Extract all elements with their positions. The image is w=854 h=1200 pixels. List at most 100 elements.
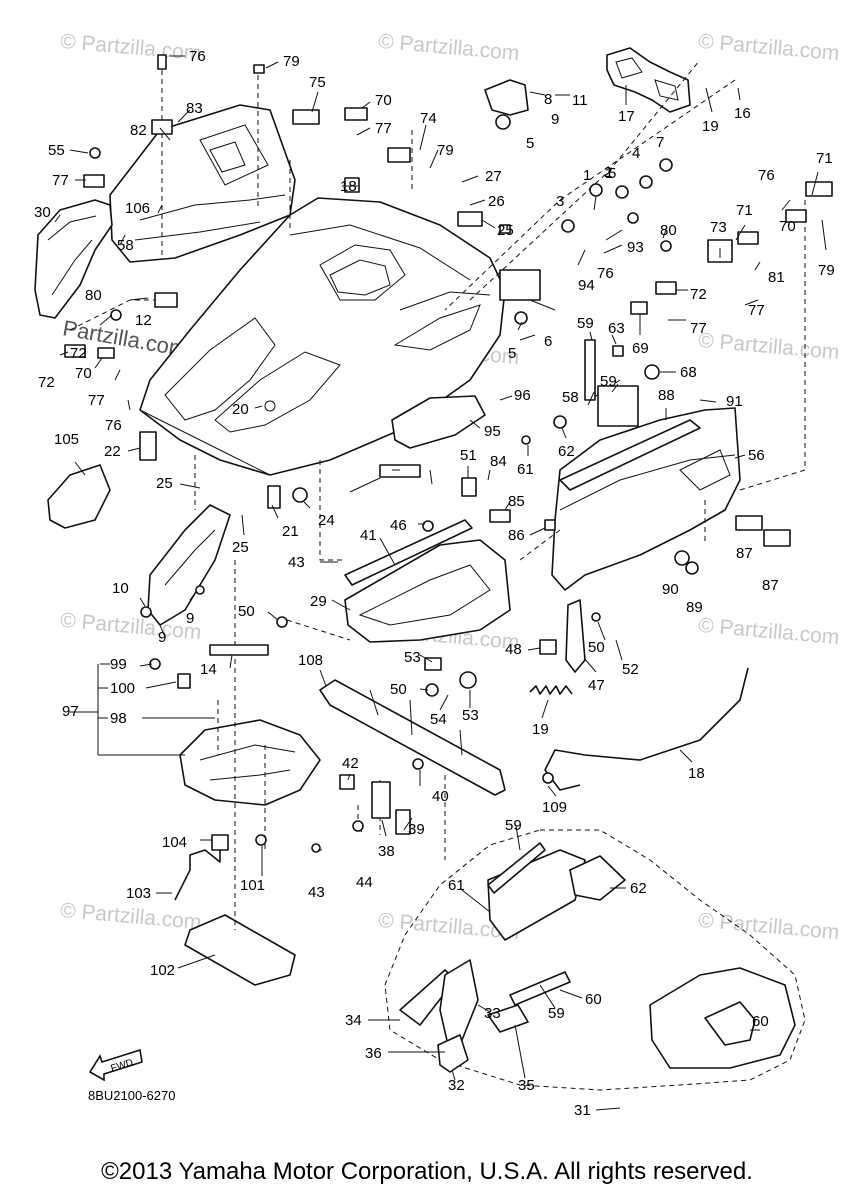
hardware-glyphs bbox=[64, 54, 833, 853]
callout: 77 bbox=[52, 172, 69, 189]
callout: 50 bbox=[390, 681, 407, 698]
callout: 85 bbox=[508, 493, 525, 510]
side-rail-part bbox=[34, 199, 113, 319]
callout: 59 bbox=[577, 315, 594, 332]
callout: 48 bbox=[505, 641, 522, 658]
parts-diagram: 76 79 75 70 83 74 77 82 55 79 77 27 18 2… bbox=[34, 47, 835, 1119]
callout: 69 bbox=[632, 340, 649, 357]
callout: 25 bbox=[497, 222, 514, 239]
callout: 3 bbox=[556, 193, 564, 210]
callout: 98 bbox=[110, 710, 127, 727]
callout: 83 bbox=[186, 100, 203, 117]
nose-cowl-part bbox=[384, 829, 806, 1091]
duct-part bbox=[147, 504, 231, 626]
callout: 96 bbox=[514, 387, 531, 404]
callout: 77 bbox=[88, 392, 105, 409]
cover-part bbox=[47, 464, 111, 529]
callout: 71 bbox=[816, 150, 833, 167]
callout: 62 bbox=[630, 880, 647, 897]
callout: 35 bbox=[518, 1077, 535, 1094]
callout: 2 bbox=[604, 164, 612, 181]
callout: 26 bbox=[488, 193, 505, 210]
callout: 16 bbox=[734, 105, 751, 122]
callout: 89 bbox=[686, 599, 703, 616]
forward-arrow-icon: FWD bbox=[86, 1042, 148, 1087]
callout: 19 bbox=[532, 721, 549, 738]
bracket-part bbox=[484, 79, 529, 116]
callout: 9 bbox=[158, 629, 166, 646]
housing-part bbox=[179, 719, 321, 806]
callout: 54 bbox=[430, 711, 447, 728]
callout: 101 bbox=[240, 877, 265, 894]
callout: 76 bbox=[597, 265, 614, 282]
callout: 70 bbox=[779, 218, 796, 235]
callout: 62 bbox=[558, 443, 575, 460]
callout: 18 bbox=[688, 765, 705, 782]
callout: 97 bbox=[62, 703, 79, 720]
callout: 102 bbox=[150, 962, 175, 979]
callout: 79 bbox=[283, 53, 300, 70]
callout: 40 bbox=[432, 788, 449, 805]
callout: 1 bbox=[605, 165, 613, 182]
hose-part bbox=[174, 848, 221, 901]
callout: 73 bbox=[710, 219, 727, 236]
callout: 77 bbox=[690, 320, 707, 337]
callout: 51 bbox=[460, 447, 477, 464]
callout: 91 bbox=[726, 393, 743, 410]
spring-part bbox=[529, 685, 573, 695]
callout: 7 bbox=[656, 134, 664, 151]
callout: 4 bbox=[632, 145, 640, 162]
callout: 61 bbox=[517, 461, 534, 478]
assembly-lines bbox=[69, 59, 806, 930]
callout: 25 bbox=[232, 539, 249, 556]
callout: 61 bbox=[448, 877, 465, 894]
callout: 88 bbox=[658, 387, 675, 404]
callout: 25 bbox=[156, 475, 173, 492]
callout: 5 bbox=[508, 345, 516, 362]
tray-part bbox=[391, 395, 486, 449]
callout: 30 bbox=[34, 204, 51, 221]
callout: 53 bbox=[462, 707, 479, 724]
callout: 21 bbox=[282, 523, 299, 540]
callout: 79 bbox=[818, 262, 835, 279]
callout: 80 bbox=[660, 222, 677, 239]
callout: 14 bbox=[200, 661, 217, 678]
strip-part bbox=[559, 419, 701, 491]
callout: 31 bbox=[574, 1102, 591, 1119]
callout: 77 bbox=[748, 302, 765, 319]
callout: 100 bbox=[110, 680, 135, 697]
pad-part bbox=[184, 914, 296, 986]
callout: 86 bbox=[508, 527, 525, 544]
callout: 11 bbox=[572, 92, 588, 109]
handle-part bbox=[606, 47, 691, 113]
callout: 5 bbox=[526, 135, 534, 152]
callout: 56 bbox=[748, 447, 765, 464]
glovebox-part bbox=[344, 519, 511, 643]
callout: 60 bbox=[585, 991, 602, 1008]
callout: 38 bbox=[378, 843, 395, 860]
callout: 79 bbox=[437, 142, 454, 159]
callout: 87 bbox=[736, 545, 753, 562]
callout: 44 bbox=[356, 874, 373, 891]
callout: 1 bbox=[583, 167, 591, 184]
copyright-notice: ©2013 Yamaha Motor Corporation, U.S.A. A… bbox=[101, 1158, 753, 1185]
callout: 36 bbox=[365, 1045, 382, 1062]
callout: 19 bbox=[702, 118, 719, 135]
callout: 6 bbox=[544, 333, 552, 350]
callout: 17 bbox=[618, 108, 635, 125]
callout: 76 bbox=[105, 417, 122, 434]
callout: 95 bbox=[484, 423, 501, 440]
callout: 63 bbox=[608, 320, 625, 337]
callout: 80 bbox=[85, 287, 102, 304]
callout: 82 bbox=[130, 122, 147, 139]
diagram-code: 8BU2100-6270 bbox=[88, 1088, 176, 1103]
callout: 108 bbox=[298, 652, 323, 669]
callout: 70 bbox=[75, 365, 92, 382]
callout: 105 bbox=[54, 431, 79, 448]
callout-labels: 76 79 75 70 83 74 77 82 55 79 77 27 18 2… bbox=[34, 48, 835, 1119]
callout: 46 bbox=[390, 517, 407, 534]
callout: 76 bbox=[189, 48, 206, 65]
callout: 72 bbox=[690, 286, 707, 303]
callout: 43 bbox=[308, 884, 325, 901]
callout: 68 bbox=[680, 364, 697, 381]
